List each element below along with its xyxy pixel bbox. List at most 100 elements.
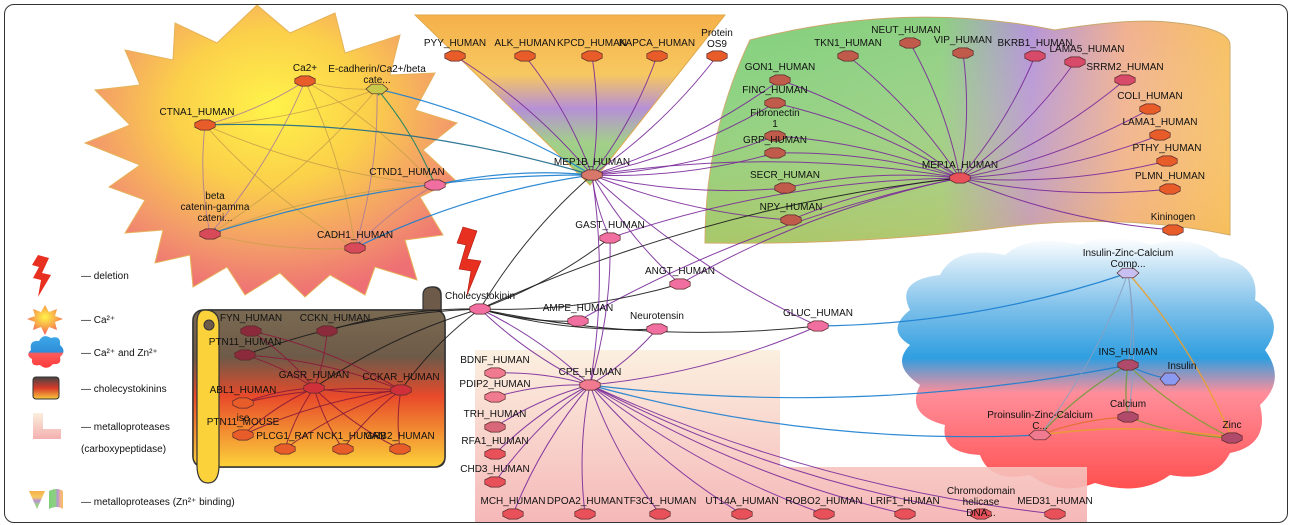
- node-cckn[interactable]: CCKN_HUMAN: [300, 313, 371, 337]
- node-neuro[interactable]: Neurotensin: [630, 311, 684, 335]
- node-lrif1[interactable]: LRIF1_HUMAN: [870, 496, 940, 520]
- node-pizc-shape[interactable]: [1028, 429, 1052, 441]
- node-dpoa2[interactable]: DPOA2_HUMAN: [547, 496, 623, 520]
- node-ctnd1-shape[interactable]: [424, 179, 446, 191]
- node-lama1-shape[interactable]: [1149, 129, 1171, 141]
- node-trh-shape[interactable]: [484, 421, 506, 433]
- node-kinin[interactable]: Kininogen: [1151, 212, 1195, 236]
- node-gasr[interactable]: GASR_HUMAN: [279, 370, 350, 394]
- node-rfa1[interactable]: RFA1_HUMAN: [461, 436, 529, 460]
- node-cckn-shape[interactable]: [316, 325, 338, 337]
- node-ctna1-shape[interactable]: [194, 119, 216, 131]
- node-chole[interactable]: Cholecystokinin: [445, 291, 515, 315]
- node-plcg1-shape[interactable]: [274, 443, 296, 455]
- node-bkrb1-shape[interactable]: [1024, 50, 1046, 62]
- node-trh[interactable]: TRH_HUMAN: [464, 409, 527, 433]
- node-mep1a-shape[interactable]: [949, 172, 971, 184]
- node-pdip2[interactable]: PDIP2_HUMAN: [459, 379, 531, 403]
- node-cadh1[interactable]: CADH1_HUMAN: [317, 230, 393, 254]
- node-med31-shape[interactable]: [1044, 508, 1066, 520]
- node-plcg1[interactable]: PLCG1_RAT: [256, 431, 314, 455]
- node-gon1[interactable]: GON1_HUMAN: [745, 62, 816, 86]
- node-ins-shape[interactable]: [1117, 359, 1139, 371]
- node-chromo-shape[interactable]: [970, 508, 992, 520]
- node-ca2-shape[interactable]: [294, 75, 316, 87]
- node-alk-shape[interactable]: [514, 50, 536, 62]
- node-ptn11m-shape[interactable]: [232, 429, 254, 441]
- node-ise[interactable]: ise: [237, 413, 250, 424]
- node-calcium[interactable]: Calcium: [1110, 399, 1146, 423]
- node-neut-shape[interactable]: [899, 37, 921, 49]
- node-lrif1-shape[interactable]: [894, 508, 916, 520]
- node-tkn1[interactable]: TKN1_HUMAN: [814, 38, 882, 62]
- node-vip-shape[interactable]: [952, 47, 974, 59]
- node-grb2[interactable]: GRB2_HUMAN: [365, 431, 435, 455]
- node-lama5-shape[interactable]: [1064, 56, 1086, 68]
- node-gluc[interactable]: GLUC_HUMAN: [783, 308, 853, 332]
- node-tf3c1[interactable]: TF3C1_HUMAN: [624, 496, 697, 520]
- node-insulin[interactable]: Insulin: [1159, 361, 1196, 386]
- node-gasr-shape[interactable]: [303, 382, 325, 394]
- node-izcc-shape[interactable]: [1116, 267, 1140, 279]
- node-ampe[interactable]: AMPE_HUMAN: [543, 303, 614, 327]
- node-lama5[interactable]: LAMA5_HUMAN: [1049, 44, 1125, 68]
- node-ut14a-shape[interactable]: [731, 508, 753, 520]
- node-secr[interactable]: SECR_HUMAN: [750, 170, 820, 194]
- node-neuro-shape[interactable]: [646, 323, 668, 335]
- node-angt-shape[interactable]: [669, 278, 691, 290]
- node-cckar[interactable]: CCKAR_HUMAN: [362, 372, 440, 396]
- node-kpcd[interactable]: KPCD_HUMAN: [557, 38, 627, 62]
- node-robo2-shape[interactable]: [813, 508, 835, 520]
- node-neut[interactable]: NEUT_HUMAN: [871, 25, 941, 49]
- node-angt[interactable]: ANGT_HUMAN: [645, 266, 715, 290]
- node-chd3-shape[interactable]: [484, 476, 506, 488]
- node-grb2-shape[interactable]: [389, 443, 411, 455]
- node-srrm2[interactable]: SRRM2_HUMAN: [1086, 62, 1164, 86]
- node-kpcd-shape[interactable]: [581, 50, 603, 62]
- node-grp[interactable]: GRP_HUMAN: [743, 135, 807, 159]
- node-bkrb1[interactable]: BKRB1_HUMAN: [997, 38, 1073, 62]
- node-ut14a[interactable]: UT14A_HUMAN: [705, 496, 779, 520]
- node-coli[interactable]: COLI_HUMAN: [1117, 91, 1183, 115]
- node-gon1-shape[interactable]: [769, 74, 791, 86]
- node-chole-shape[interactable]: [469, 303, 491, 315]
- node-vip[interactable]: VIP_HUMAN: [934, 35, 992, 59]
- node-ampe-shape[interactable]: [567, 315, 589, 327]
- node-ptn11[interactable]: PTN11_HUMAN: [209, 337, 282, 361]
- node-grp-shape[interactable]: [764, 147, 786, 159]
- node-robo2[interactable]: ROBO2_HUMAN: [785, 496, 863, 520]
- node-nck1[interactable]: NCK1_HUMAN: [317, 431, 386, 455]
- node-fibro-shape[interactable]: [764, 130, 786, 142]
- node-kapca-shape[interactable]: [646, 50, 668, 62]
- node-ptn11m[interactable]: PTN11_MOUSE: [207, 417, 280, 441]
- node-pdip2-shape[interactable]: [484, 391, 506, 403]
- node-abl1-shape[interactable]: [232, 397, 254, 409]
- node-zinc[interactable]: Zinc: [1221, 420, 1243, 444]
- node-cckar-shape[interactable]: [390, 384, 412, 396]
- node-ins[interactable]: INS_HUMAN: [1099, 347, 1158, 371]
- node-ca2[interactable]: Ca2+: [293, 63, 317, 87]
- node-abl1[interactable]: ABL1_HUMAN: [210, 385, 277, 409]
- node-lama1[interactable]: LAMA1_HUMAN: [1122, 117, 1198, 141]
- node-kapca[interactable]: KAPCA_HUMAN: [619, 38, 695, 62]
- node-npy[interactable]: NPY_HUMAN: [760, 202, 823, 226]
- node-os9-shape[interactable]: [706, 50, 728, 62]
- node-chd3[interactable]: CHD3_HUMAN: [460, 464, 530, 488]
- node-mep1a[interactable]: MEP1A_HUMAN: [922, 160, 998, 184]
- node-tf3c1-shape[interactable]: [649, 508, 671, 520]
- node-betacat-shape[interactable]: [199, 228, 221, 240]
- node-bdnf[interactable]: BDNF_HUMAN: [460, 355, 530, 379]
- node-alk[interactable]: ALK_HUMAN: [494, 38, 556, 62]
- node-gast[interactable]: GAST_HUMAN: [575, 220, 645, 244]
- node-mch-shape[interactable]: [502, 508, 524, 520]
- node-calcium-shape[interactable]: [1117, 411, 1139, 423]
- node-kinin-shape[interactable]: [1162, 224, 1184, 236]
- node-plmn-shape[interactable]: [1159, 183, 1181, 195]
- node-tkn1-shape[interactable]: [837, 50, 859, 62]
